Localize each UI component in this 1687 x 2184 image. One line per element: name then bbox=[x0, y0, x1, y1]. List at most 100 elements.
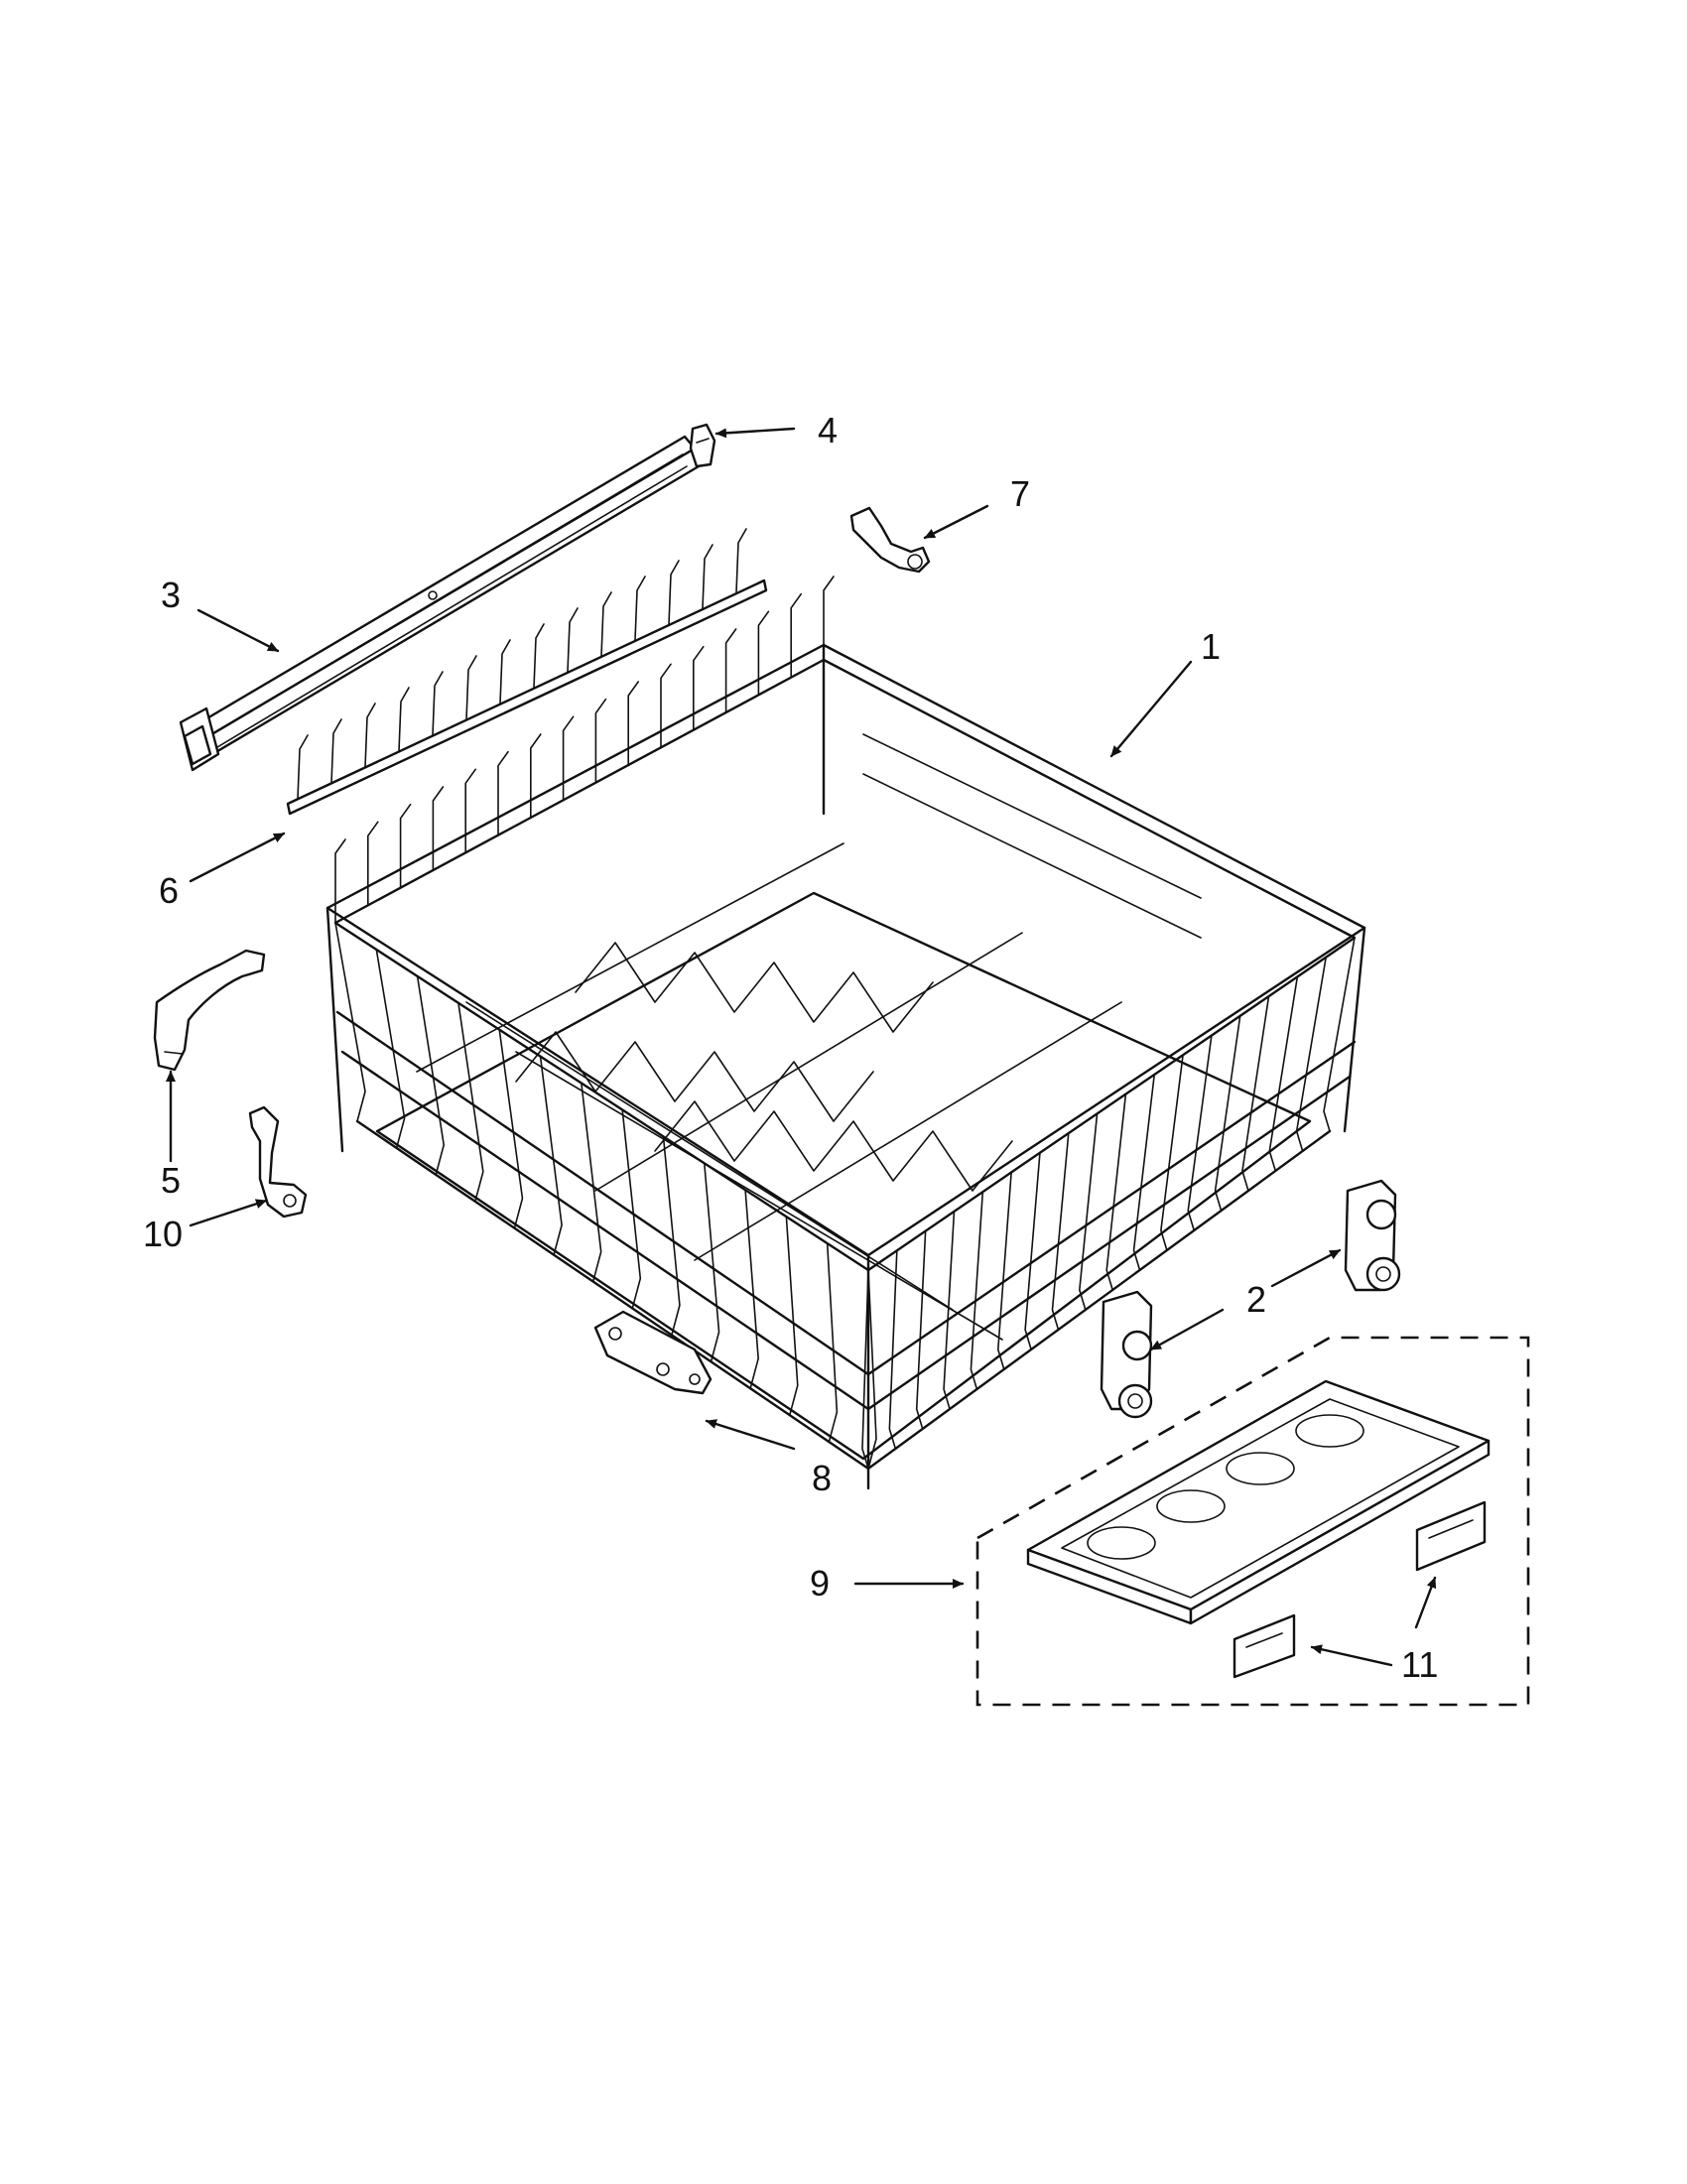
tine bbox=[398, 687, 410, 752]
rack-wire bbox=[1160, 1054, 1184, 1251]
tine bbox=[533, 623, 545, 689]
leader-4 bbox=[714, 427, 796, 439]
rack-wire bbox=[539, 1055, 563, 1256]
rack-wire bbox=[562, 715, 575, 802]
rack-wire bbox=[915, 1229, 927, 1430]
leader-7 bbox=[923, 504, 989, 540]
rack-wire bbox=[1241, 995, 1270, 1192]
rack-wire bbox=[416, 975, 446, 1176]
callout-3: 3 bbox=[161, 575, 181, 615]
part-9-insert-tray-group bbox=[975, 1336, 1530, 1707]
callout-9: 9 bbox=[810, 1563, 830, 1604]
tine bbox=[668, 560, 680, 625]
rack-wire bbox=[399, 803, 412, 889]
rack-wire bbox=[464, 768, 476, 854]
tine bbox=[297, 734, 309, 800]
rack-wire bbox=[581, 1082, 602, 1283]
rack-wire bbox=[826, 1242, 839, 1443]
rack-wire bbox=[1214, 1015, 1241, 1212]
rack-wire bbox=[867, 1269, 877, 1470]
callout-labels: 4 7 3 1 6 5 10 2 8 9 11 bbox=[143, 410, 1438, 1685]
tine bbox=[499, 639, 511, 705]
rack-wire bbox=[693, 645, 705, 731]
leader-lines bbox=[166, 427, 1437, 1667]
rack-wire bbox=[334, 838, 346, 924]
tine bbox=[702, 544, 714, 609]
rack-wire bbox=[457, 1001, 484, 1203]
rack-wire bbox=[757, 610, 770, 697]
rack-wire bbox=[790, 592, 802, 679]
rack-wire bbox=[970, 1191, 984, 1390]
callout-8: 8 bbox=[812, 1458, 832, 1498]
leader-2a bbox=[1149, 1308, 1225, 1351]
callout-11: 11 bbox=[1401, 1644, 1438, 1685]
rack-wire bbox=[1187, 1034, 1213, 1231]
rack-wire bbox=[498, 1028, 524, 1229]
rack-wire bbox=[1132, 1074, 1156, 1271]
rack-wire bbox=[888, 1249, 898, 1450]
tine bbox=[364, 703, 376, 768]
rack-wire bbox=[432, 786, 445, 871]
rack-wire bbox=[1051, 1132, 1070, 1331]
rack-wire bbox=[662, 1135, 681, 1337]
leader-3 bbox=[196, 608, 280, 653]
tine bbox=[432, 671, 444, 736]
rack-wire bbox=[660, 663, 672, 749]
rack-wire bbox=[703, 1162, 720, 1363]
rack-wire bbox=[823, 576, 835, 661]
rack-wire bbox=[861, 1269, 869, 1470]
tine bbox=[330, 718, 342, 784]
rack-wire bbox=[1323, 937, 1356, 1132]
part-10-adjuster-clip bbox=[248, 1105, 308, 1219]
leader-11b bbox=[1414, 1576, 1437, 1629]
part-6-tine-row bbox=[286, 528, 768, 816]
part-7-clip bbox=[849, 506, 931, 574]
rack-wire bbox=[1079, 1112, 1099, 1311]
part-11-tray-clip-b bbox=[1415, 1500, 1487, 1572]
rack-wire bbox=[1105, 1092, 1127, 1291]
tine bbox=[600, 591, 612, 657]
tine bbox=[465, 655, 477, 720]
tine bbox=[567, 607, 579, 673]
rack-wire bbox=[594, 698, 607, 784]
callout-7: 7 bbox=[1010, 473, 1030, 514]
part-2-wheel-assembly-a bbox=[1100, 1290, 1153, 1419]
tine bbox=[634, 576, 646, 641]
rack-wire bbox=[744, 1189, 759, 1390]
rack-wire bbox=[1268, 975, 1299, 1172]
rack-wire bbox=[724, 628, 737, 713]
callout-2: 2 bbox=[1246, 1279, 1266, 1320]
leader-8 bbox=[705, 1419, 796, 1451]
rack-wire bbox=[621, 1108, 642, 1310]
leader-11a bbox=[1310, 1644, 1393, 1667]
callout-6: 6 bbox=[159, 870, 179, 911]
leader-6 bbox=[189, 832, 286, 883]
part-2-wheel-assembly-b bbox=[1344, 1179, 1401, 1292]
part-4-rail-end-cap bbox=[689, 423, 716, 468]
part-5-latch bbox=[153, 949, 266, 1072]
rack-wire bbox=[367, 821, 379, 907]
part-3-rack-rail bbox=[179, 435, 701, 772]
leader-2b bbox=[1270, 1248, 1342, 1288]
rack-wire bbox=[375, 949, 406, 1149]
part-1-upper-rack bbox=[325, 576, 1366, 1490]
leader-10 bbox=[189, 1199, 268, 1227]
rack-wire bbox=[943, 1211, 956, 1410]
part-11-tray-clip-a bbox=[1233, 1613, 1296, 1679]
rack-wire bbox=[996, 1171, 1012, 1370]
rack-wire bbox=[334, 922, 366, 1122]
callout-1: 1 bbox=[1201, 626, 1221, 667]
callout-5: 5 bbox=[161, 1160, 181, 1201]
leader-1 bbox=[1109, 660, 1193, 758]
callout-10: 10 bbox=[143, 1214, 183, 1254]
rack-wire bbox=[1024, 1151, 1041, 1350]
rack-wire bbox=[1295, 956, 1327, 1152]
rack-wire bbox=[627, 681, 639, 766]
rack-wire bbox=[785, 1216, 799, 1416]
callout-4: 4 bbox=[818, 410, 838, 450]
tine bbox=[735, 528, 747, 593]
rack-wire bbox=[497, 750, 509, 836]
part-8-bracket bbox=[593, 1310, 713, 1395]
rack-wire bbox=[530, 733, 542, 819]
